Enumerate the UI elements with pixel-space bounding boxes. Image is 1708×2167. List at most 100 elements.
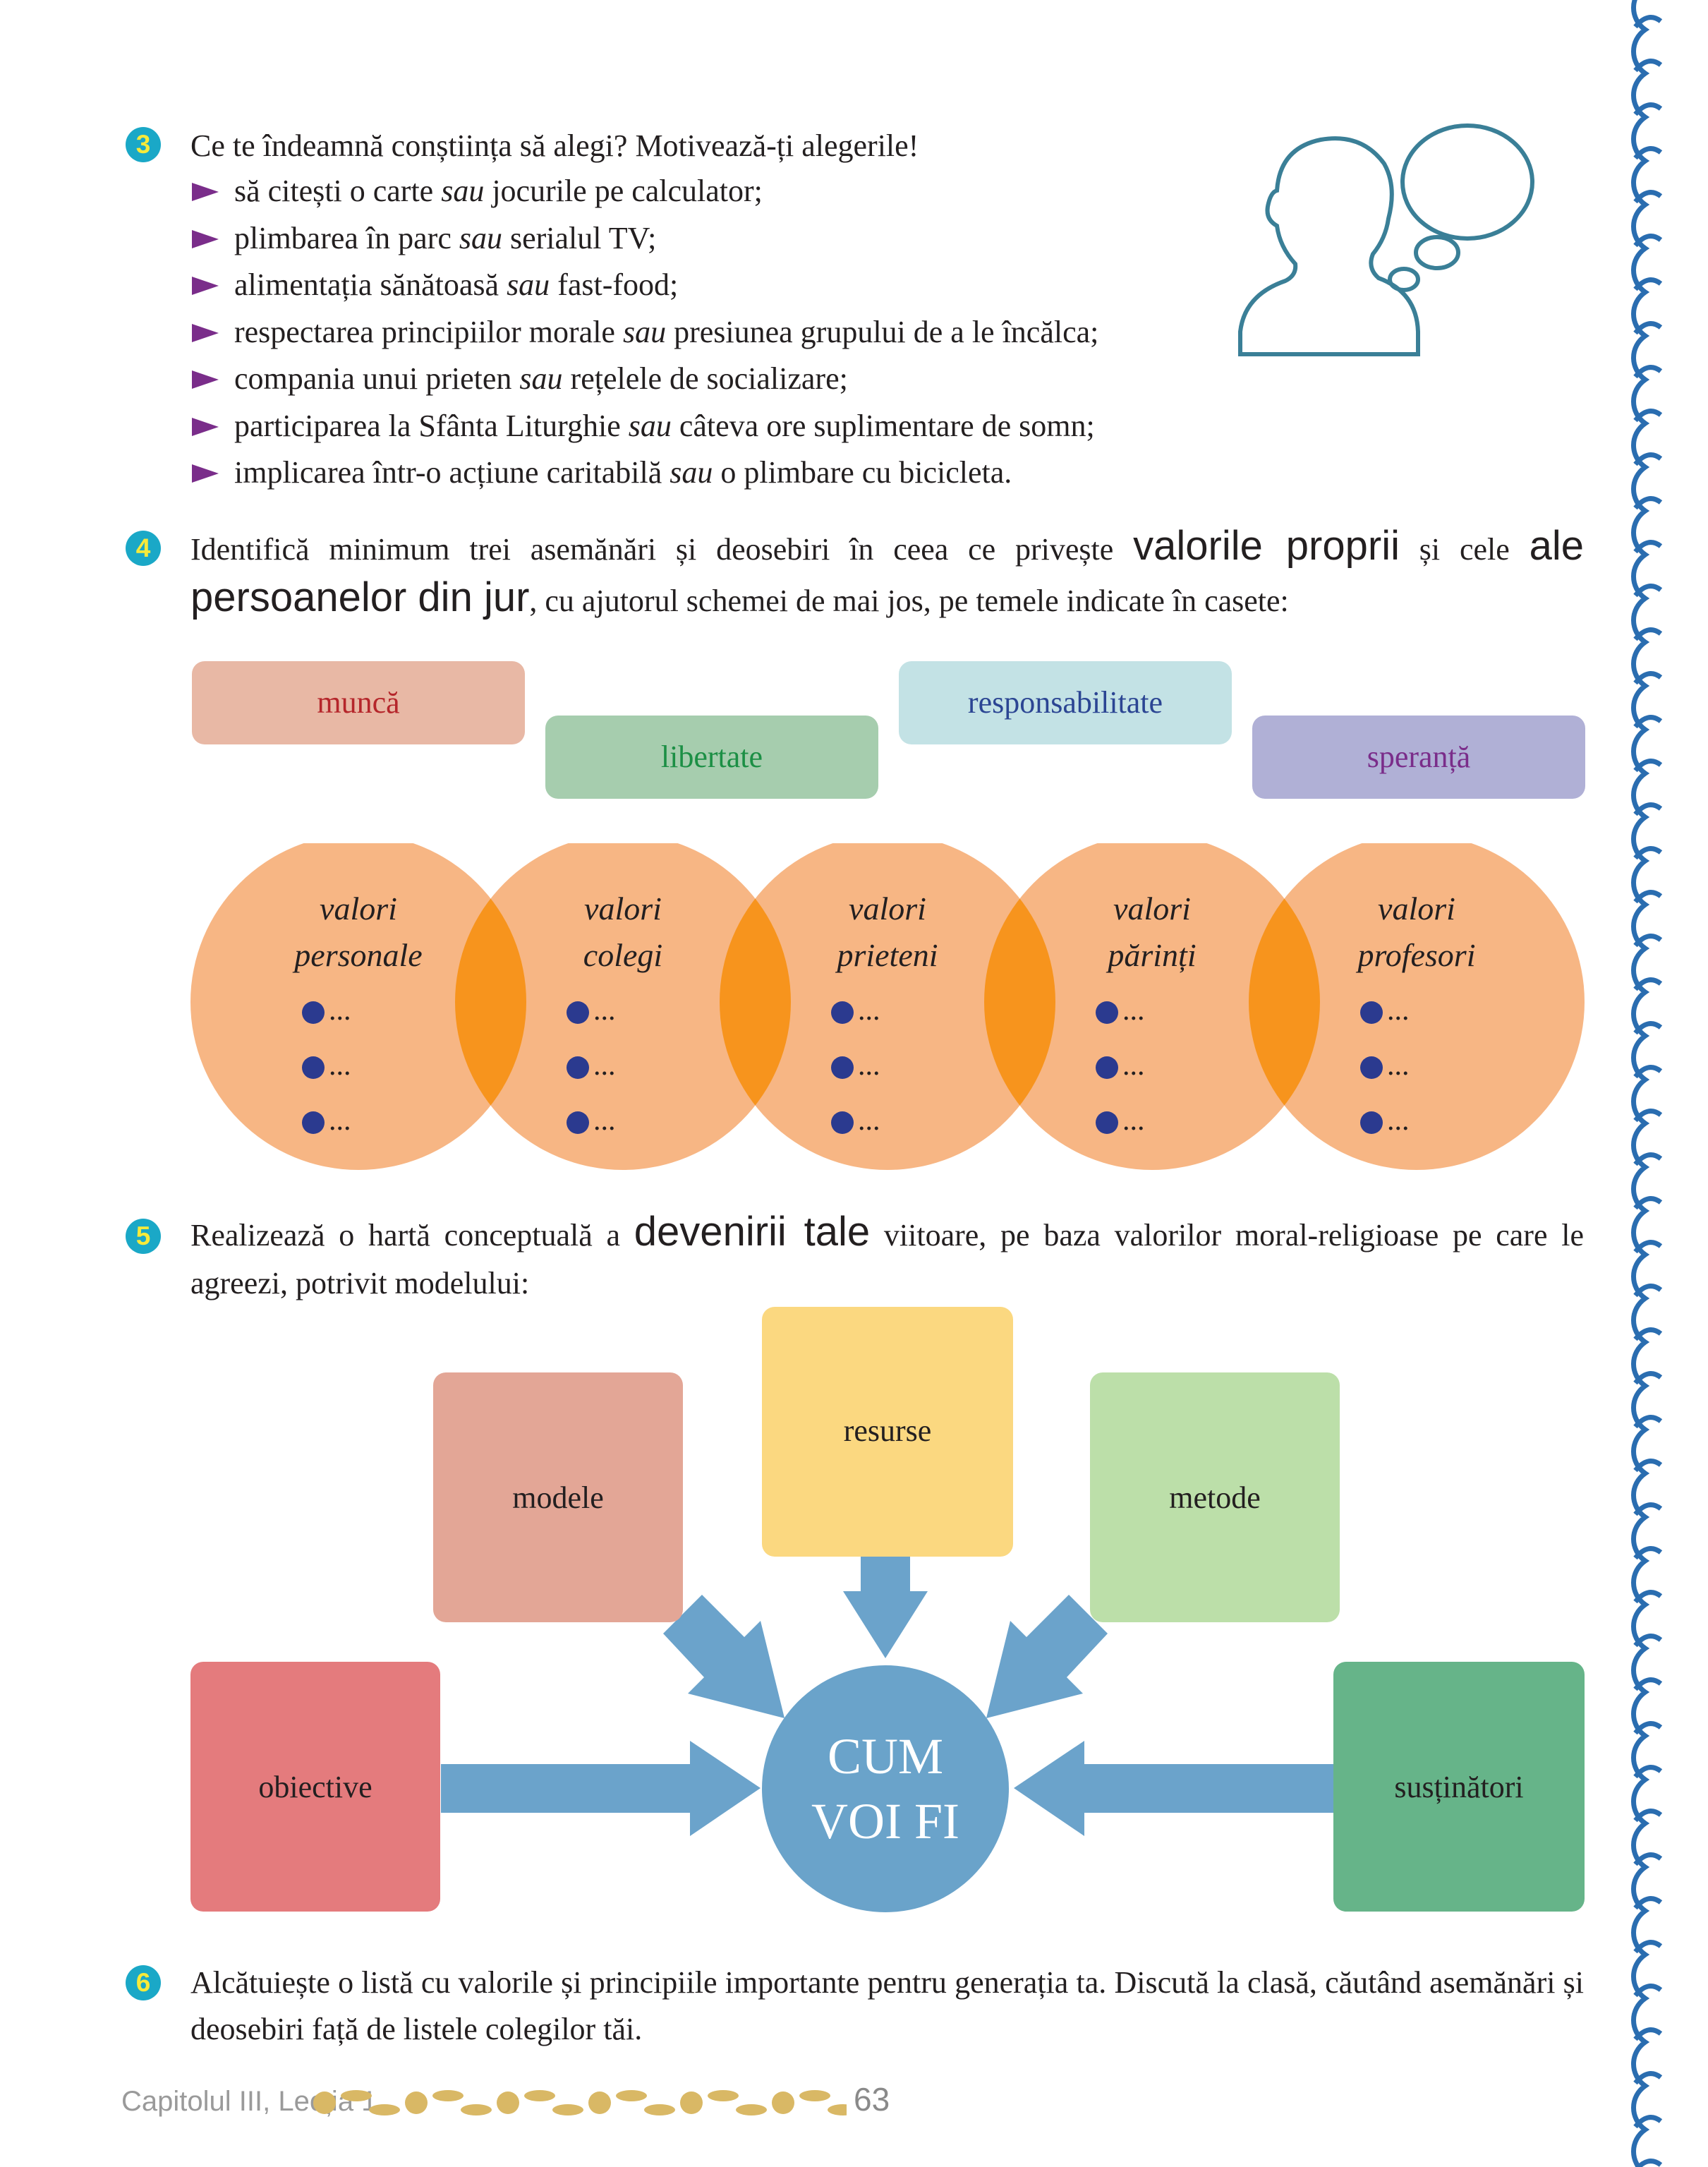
border-leaf xyxy=(1633,1590,1663,1604)
border-leaf xyxy=(1633,1021,1663,1035)
border-leaf xyxy=(1633,846,1663,860)
ornament-leaf xyxy=(828,2104,847,2115)
bullet-dot-icon xyxy=(1096,1001,1118,1025)
center-circle: CUM VOI FI xyxy=(762,1665,1009,1912)
border-leaf xyxy=(1633,1240,1663,1254)
border-leaf xyxy=(1633,1721,1663,1735)
ornament-flower xyxy=(405,2091,428,2114)
border-leaf xyxy=(1633,1284,1663,1298)
arrow-diagonal-icon xyxy=(663,1595,785,1718)
list-item: alimentația sănătoasă sau fast-food; xyxy=(185,262,1098,309)
venn-diagram xyxy=(190,843,1585,1170)
bullet-dot-icon xyxy=(831,1001,854,1025)
ornament-leaf xyxy=(432,2090,464,2101)
border-leaf xyxy=(1633,1152,1663,1166)
box-metode: metode xyxy=(1090,1372,1340,1622)
circle-placeholder-list: ... ... ... xyxy=(1096,983,1145,1148)
ornament-leaf xyxy=(708,2090,739,2101)
exercise-6-text: Alcătuiește o listă cu valorile și princ… xyxy=(190,1965,1584,2046)
topic-tag-libertate: libertate xyxy=(545,716,878,799)
border-leaf xyxy=(1633,1109,1663,1123)
border-leaf xyxy=(1633,2027,1663,2041)
exercise-number-badge: 5 xyxy=(126,1219,161,1254)
ornament-leaf xyxy=(799,2090,830,2101)
page-number: 63 xyxy=(854,2081,890,2118)
venn-circle xyxy=(190,843,526,1170)
thinking-person-icon xyxy=(1238,123,1534,356)
bullet-dot-icon xyxy=(831,1111,854,1135)
border-leaf xyxy=(1633,146,1663,160)
border-leaf xyxy=(1633,1852,1663,1866)
venn-circle xyxy=(720,843,1055,1170)
border-leaf xyxy=(1633,627,1663,641)
ornament-leaf xyxy=(369,2104,400,2115)
border-leaf xyxy=(1633,1940,1663,1954)
circle-placeholder-list: ... ... ... xyxy=(567,983,616,1148)
bullet-dot-icon xyxy=(302,1001,325,1025)
box-obiective: obiective xyxy=(190,1662,440,1912)
box-resurse: resurse xyxy=(762,1307,1013,1557)
ornament-leaf xyxy=(736,2104,767,2115)
bullet-dot-icon xyxy=(1096,1111,1118,1135)
border-leaf xyxy=(1633,2115,1663,2129)
border-line xyxy=(1631,0,1650,2167)
triangle-bullet-icon xyxy=(192,370,219,389)
exercise-number-badge: 6 xyxy=(126,1965,161,2000)
triangle-bullet-icon xyxy=(192,277,219,295)
border-leaf xyxy=(1633,802,1663,816)
topic-tag-munca: muncă xyxy=(192,661,525,744)
border-leaf xyxy=(1633,1765,1663,1779)
bullet-dot-icon xyxy=(302,1056,325,1080)
border-leaf xyxy=(1633,671,1663,685)
bullet-dot-icon xyxy=(567,1111,589,1135)
venn-circle xyxy=(1249,843,1585,1170)
choice-list: să citești o carte sau jocurile pe calcu… xyxy=(185,168,1098,497)
border-leaf xyxy=(1633,234,1663,248)
list-item: plimbarea în parc sau serialul TV; xyxy=(185,215,1098,262)
ornament-flower xyxy=(313,2091,336,2114)
ornament-flower xyxy=(772,2091,794,2114)
ornament-leaf xyxy=(552,2104,583,2115)
bullet-dot-icon xyxy=(302,1111,325,1135)
list-item: compania unui prieten sau rețelele de so… xyxy=(185,356,1098,403)
topic-tag-speranta: speranță xyxy=(1252,716,1585,799)
triangle-bullet-icon xyxy=(192,183,219,201)
border-leaf xyxy=(1633,1546,1663,1560)
exercise-5-text: Realizează o hartă conceptuală a devenir… xyxy=(190,1209,1584,1300)
border-leaf xyxy=(1633,1371,1663,1385)
border-leaf xyxy=(1633,409,1663,423)
circle-placeholder-list: ... ... ... xyxy=(302,983,351,1148)
border-leaf xyxy=(1635,2159,1663,2167)
bullet-dot-icon xyxy=(831,1056,854,1080)
box-modele: modele xyxy=(433,1372,683,1622)
topic-tag-responsabilitate: responsabilitate xyxy=(899,661,1232,744)
border-leaf xyxy=(1633,1677,1663,1691)
arrow-left-icon xyxy=(1014,1741,1333,1836)
border-leaf xyxy=(1633,1415,1663,1429)
circle-placeholder-list: ... ... ... xyxy=(831,983,880,1148)
border-leaf xyxy=(1633,321,1663,335)
border-leaf xyxy=(1633,277,1663,291)
border-leaf xyxy=(1633,1327,1663,1341)
border-leaf xyxy=(1633,759,1663,773)
arrow-down-icon xyxy=(843,1556,928,1658)
border-leaf xyxy=(1633,496,1663,510)
arrow-right-icon xyxy=(441,1741,761,1836)
border-leaf xyxy=(1633,1502,1663,1516)
bullet-dot-icon xyxy=(1096,1056,1118,1080)
venn-circle xyxy=(984,843,1320,1170)
border-leaf xyxy=(1633,540,1663,554)
triangle-bullet-icon xyxy=(192,229,219,248)
circle-placeholder-list: ... ... ... xyxy=(1360,983,1410,1148)
bullet-dot-icon xyxy=(1360,1056,1383,1080)
border-leaf xyxy=(1633,1065,1663,1079)
ornament-flower xyxy=(680,2091,703,2114)
border-leaf xyxy=(1633,1984,1663,1998)
ornament-leaf xyxy=(524,2090,555,2101)
triangle-bullet-icon xyxy=(192,323,219,342)
